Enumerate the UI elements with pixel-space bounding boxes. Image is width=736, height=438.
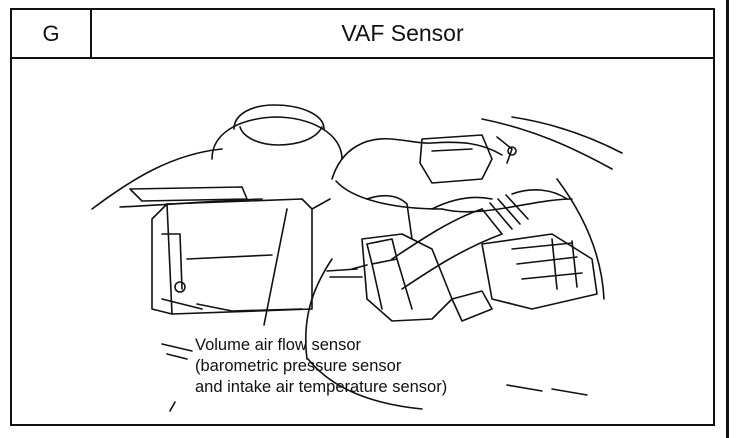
leader-line	[263, 208, 288, 326]
ground-strokes	[161, 343, 588, 412]
diagram-panel: G VAF Sensor	[10, 8, 715, 426]
page-title: VAF Sensor	[341, 20, 464, 46]
battery-box	[151, 198, 331, 315]
caption-line: and intake air temperature sensor)	[195, 378, 448, 396]
caption: Volume air flow sensor (barometric press…	[195, 335, 447, 398]
strut-tower	[211, 104, 343, 160]
page-edge-line	[726, 0, 729, 438]
panel-header: G VAF Sensor	[12, 10, 713, 59]
throttle-body	[481, 233, 598, 310]
intake-duct	[366, 189, 568, 290]
upper-components	[419, 134, 517, 184]
vaf-sensor-body	[326, 233, 493, 322]
section-label: G	[12, 10, 92, 57]
caption-line: (barometric pressure sensor	[195, 357, 402, 375]
engine-bay-illustration	[91, 104, 623, 412]
caption-line: Volume air flow sensor	[195, 336, 361, 354]
